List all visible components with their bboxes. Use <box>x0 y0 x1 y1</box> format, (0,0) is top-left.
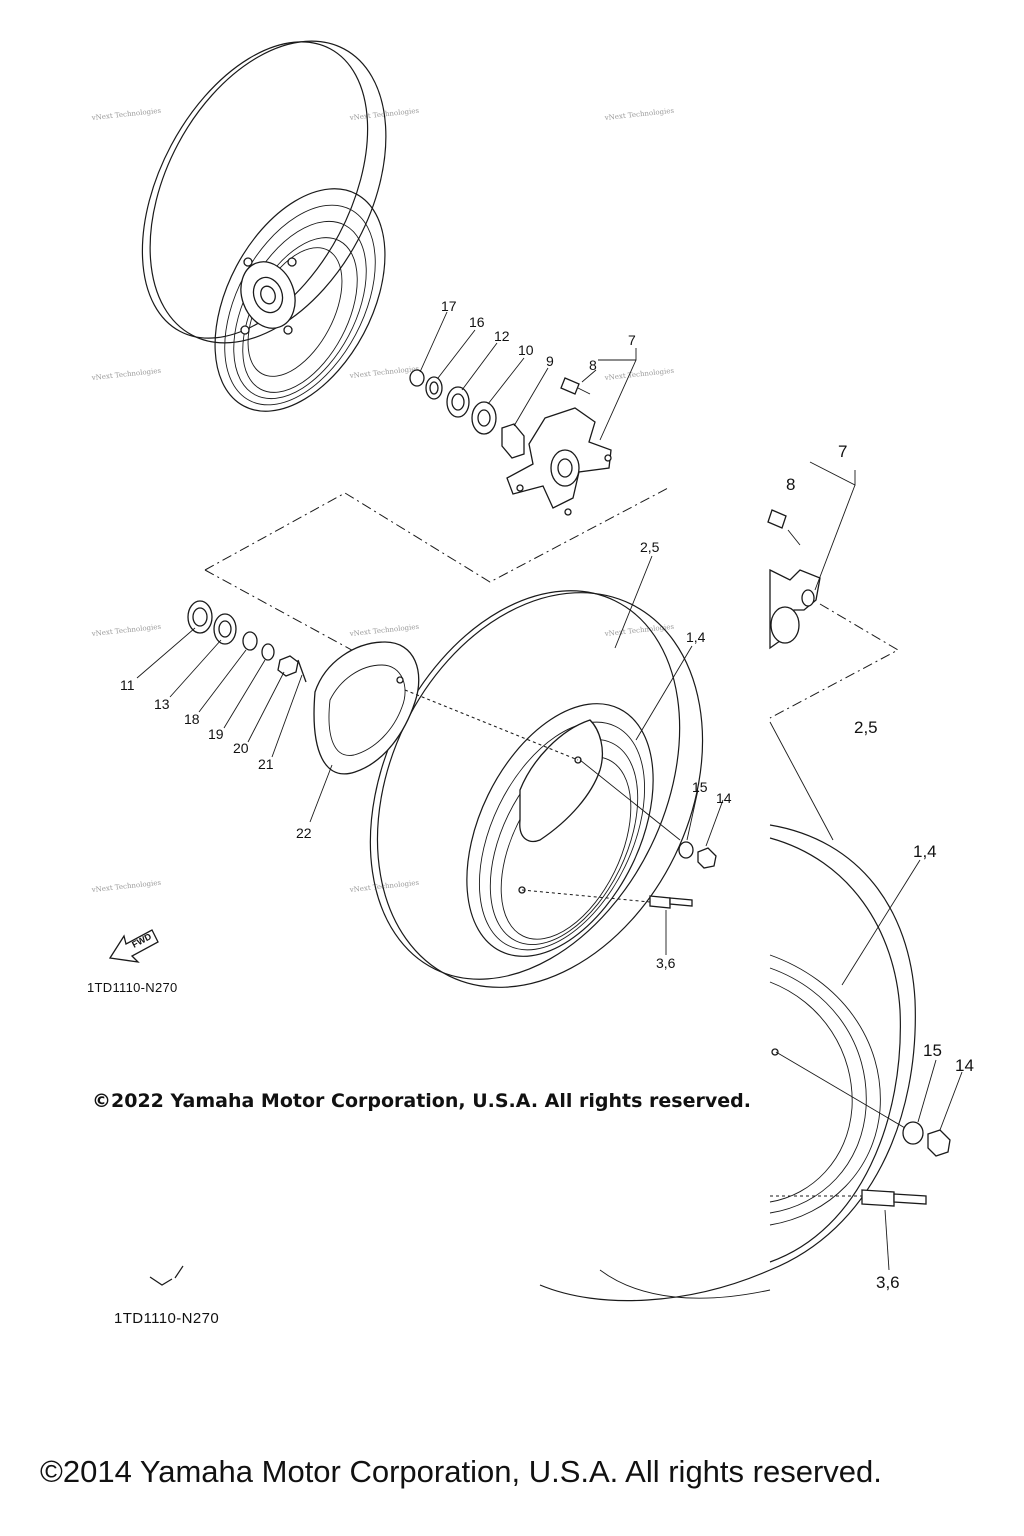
copyright-2022: ©2022 Yamaha Motor Corporation, U.S.A. A… <box>92 1090 751 1112</box>
watermark-text: vNext Technologies <box>348 623 419 638</box>
watermark-text: vNext Technologies <box>603 623 674 638</box>
upper-hub-parts <box>409 369 612 516</box>
watermark-text: vNext Technologies <box>90 879 161 894</box>
copyright-2014: ©2014 Yamaha Motor Corporation, U.S.A. A… <box>40 1454 882 1489</box>
label-3-6: 3,6 <box>656 955 676 971</box>
label-16: 16 <box>469 314 485 330</box>
watermark-text: vNext Technologies <box>603 107 674 122</box>
ghost-label-8: 8 <box>786 475 795 494</box>
ghost-label-2-5: 2,5 <box>854 718 878 737</box>
label-18: 18 <box>184 711 200 727</box>
watermark-text: vNext Technologies <box>90 107 161 122</box>
label-11: 11 <box>120 677 135 693</box>
upper-leaders <box>204 311 671 661</box>
ghost-label-14: 14 <box>955 1056 974 1075</box>
forward-arrow-icon: FWD <box>108 929 159 963</box>
label-22: 22 <box>296 825 312 841</box>
watermark-text: vNext Technologies <box>90 623 161 638</box>
lower-hub-parts <box>187 600 717 909</box>
diagram-code: 1TD1110-N270 <box>87 980 178 995</box>
label-13: 13 <box>154 696 170 712</box>
part-labels: 17 16 12 10 9 8 7 2,5 1,4 15 14 3,6 11 1… <box>87 298 732 995</box>
label-17: 17 <box>441 298 457 314</box>
ghost-diagram-code: 1TD1110-N270 <box>114 1310 219 1327</box>
label-12: 12 <box>494 328 510 344</box>
watermark-text: vNext Technologies <box>348 365 419 380</box>
ghost-enlarged-view <box>149 461 963 1302</box>
ghost-label-7: 7 <box>838 442 847 461</box>
label-7: 7 <box>628 332 636 348</box>
ghost-labels: 7 8 2,5 1,4 15 14 3,6 1TD1110-N270 <box>114 442 974 1327</box>
lower-leaders <box>136 555 724 955</box>
label-1-4: 1,4 <box>686 629 706 645</box>
label-10: 10 <box>518 342 534 358</box>
label-2-5: 2,5 <box>640 539 660 555</box>
label-21: 21 <box>258 756 274 772</box>
ghost-label-3-6: 3,6 <box>876 1273 900 1292</box>
watermark-text: vNext Technologies <box>603 367 674 382</box>
label-9: 9 <box>546 353 554 369</box>
ghost-label-1-4: 1,4 <box>913 842 937 861</box>
label-8: 8 <box>589 357 597 373</box>
ghost-label-15: 15 <box>923 1041 942 1060</box>
label-15: 15 <box>692 779 708 795</box>
label-20: 20 <box>233 740 249 756</box>
label-14: 14 <box>716 790 732 806</box>
label-19: 19 <box>208 726 224 742</box>
upper-wheel <box>141 40 387 412</box>
watermark-text: vNext Technologies <box>90 367 161 382</box>
